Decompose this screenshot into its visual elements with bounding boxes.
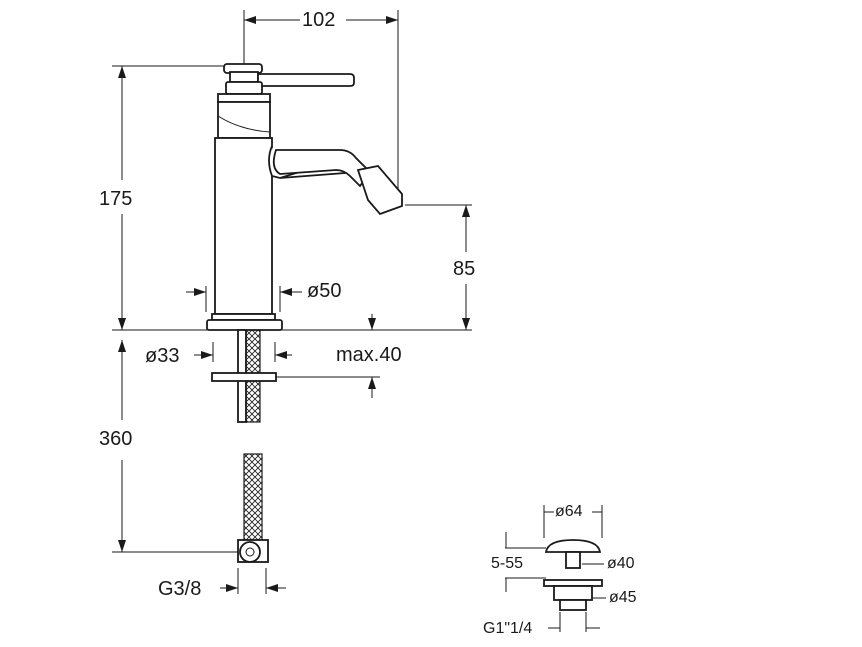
hose-connector-bore (245, 547, 255, 557)
waste-cap-diameter-label: ø64 (555, 503, 583, 521)
base-ring (206, 319, 283, 331)
dim-max-thickness-label: max.40 (336, 344, 402, 366)
dim-thread-label: G3/8 (158, 578, 202, 600)
spout-pipe (272, 149, 372, 188)
dim-body-diameter-label: ø50 (307, 280, 342, 302)
lever-handle (257, 73, 355, 87)
handle-collar (217, 93, 271, 103)
waste-body (553, 585, 593, 601)
waste-range-label: 5-55 (491, 555, 524, 573)
handle-base (225, 81, 263, 95)
spout-nozzle (356, 165, 403, 216)
waste-valve-drawing (505, 505, 606, 632)
waste-cap (544, 539, 602, 553)
dim-hole-diameter-label: ø33 (145, 345, 180, 367)
housing-shoulder (217, 115, 271, 133)
waste-flange-diameter-label: ø45 (609, 589, 637, 607)
dim-width-label: 102 (302, 9, 336, 31)
waste-stem-diameter-label: ø40 (607, 555, 635, 573)
dimension-lines (112, 10, 472, 594)
dim-hose-length-label: 360 (99, 428, 133, 450)
supply-hose-lower (243, 453, 263, 545)
handle-neck (229, 71, 259, 83)
waste-stem (565, 551, 581, 569)
waste-thread (559, 599, 587, 611)
hose-connector (239, 541, 261, 563)
dim-spout-height-label: 85 (453, 258, 476, 280)
waste-thread-label: G1"1/4 (483, 620, 533, 638)
fixing-plate (211, 372, 277, 382)
faucet-body (214, 137, 273, 315)
dim-height-total-label: 175 (99, 188, 133, 210)
waste-flange (543, 579, 603, 587)
faucet-drawing (206, 63, 403, 563)
